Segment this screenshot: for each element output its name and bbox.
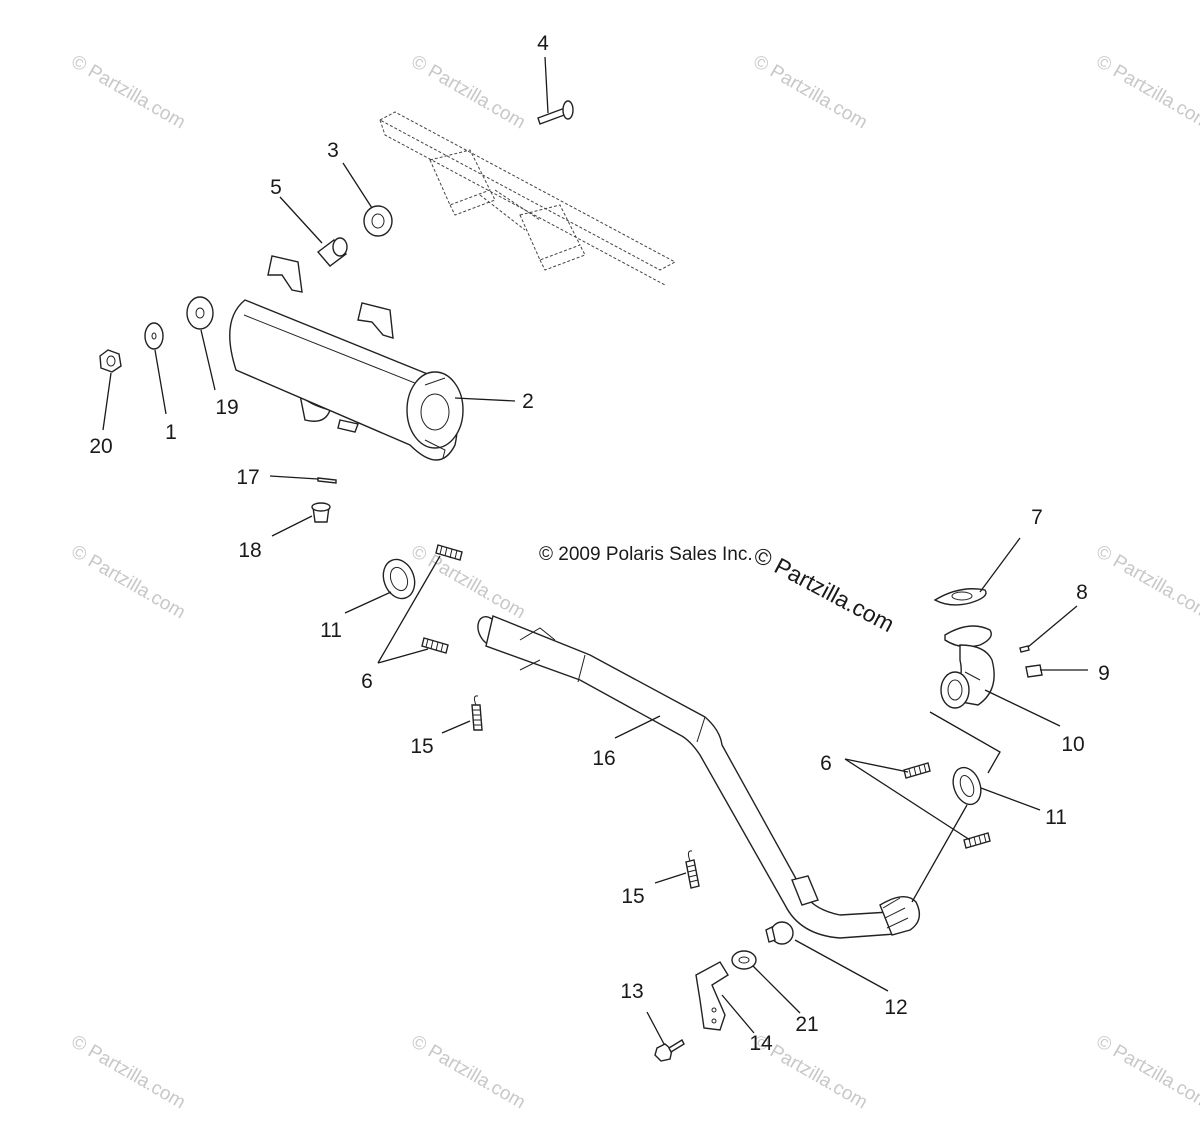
- callout-11: 11: [1045, 806, 1067, 829]
- part-6-spring-upper-b: [421, 637, 449, 654]
- watermark: © Partzilla.com: [408, 1031, 529, 1113]
- copyright-notice: © 2009 Polaris Sales Inc.: [539, 544, 753, 565]
- part-10-elbow: [940, 625, 995, 709]
- part-6-spring-lower-a: [903, 762, 931, 779]
- part-18-cap: [311, 502, 331, 523]
- part-6-spring-lower-b: [963, 832, 991, 849]
- watermark: © Partzilla.com: [750, 51, 871, 133]
- part-7-gasket: [933, 588, 987, 606]
- callout-15: 15: [621, 885, 644, 908]
- part-17-pin: [317, 477, 337, 484]
- part-20-nut: [99, 349, 122, 373]
- callout-9: 9: [1098, 662, 1110, 685]
- callout-3: 3: [327, 139, 339, 162]
- callout-21: 21: [795, 1013, 818, 1036]
- watermark: © Partzilla.com: [68, 541, 189, 623]
- part-15-spring-upper: [471, 695, 483, 731]
- callout-8: 8: [1076, 581, 1088, 604]
- watermarks: © Partzilla.com © Partzilla.com © Partzi…: [68, 51, 1200, 1113]
- callout-5: 5: [270, 176, 282, 199]
- part-4-bolt: [537, 100, 574, 125]
- part-11-gasket-upper: [382, 558, 416, 600]
- watermark: © Partzilla.com: [68, 1031, 189, 1113]
- frame-reference: [378, 111, 677, 286]
- watermark: © Partzilla.com: [1093, 541, 1200, 623]
- callout-1: 1: [165, 421, 177, 444]
- callout-13: 13: [620, 980, 643, 1003]
- part-19-washer: [186, 296, 214, 330]
- callout-2: 2: [522, 390, 534, 413]
- watermark: © Partzilla.com: [1093, 1031, 1200, 1113]
- part-12-plug: [765, 921, 794, 945]
- part-3-grommet: [363, 205, 393, 237]
- callout-14: 14: [749, 1032, 773, 1055]
- callout-6: 6: [361, 670, 373, 693]
- callout-4: 4: [537, 32, 549, 55]
- part-14-bracket: [695, 961, 729, 1031]
- brand-overlay: © Partzilla.com: [750, 541, 899, 637]
- part-16-head-pipe: [477, 615, 921, 939]
- part-5-bushing: [316, 237, 348, 267]
- part-6-spring-upper-a: [435, 544, 463, 561]
- callout-18: 18: [238, 539, 261, 562]
- leader-lines: [102, 56, 1088, 1045]
- callout-6: 6: [820, 752, 832, 775]
- callout-19: 19: [215, 396, 238, 419]
- part-15-spring-lower: [685, 850, 700, 889]
- watermark: © Partzilla.com: [408, 51, 529, 133]
- part-2-muffler: [229, 255, 464, 461]
- watermark: © Partzilla.com: [408, 541, 529, 623]
- part-8-pin: [1019, 645, 1030, 653]
- callouts: 4 3 5 2 19 1 20 17 18 11 6 15 16 7 8 9 1…: [89, 32, 1110, 1055]
- callout-7: 7: [1031, 506, 1043, 529]
- callout-16: 16: [592, 747, 615, 770]
- callout-15: 15: [410, 735, 433, 758]
- callout-17: 17: [236, 466, 259, 489]
- part-9-nut: [1025, 664, 1043, 678]
- callout-10: 10: [1061, 733, 1084, 756]
- part-1-washer: [144, 322, 164, 350]
- watermark: © Partzilla.com: [68, 51, 189, 133]
- callout-20: 20: [89, 435, 112, 458]
- part-11-gasket-lower: [952, 766, 982, 806]
- part-13-screw: [654, 1039, 685, 1062]
- callout-12: 12: [884, 996, 907, 1019]
- part-21-washer: [731, 950, 757, 970]
- watermark: © Partzilla.com: [1093, 51, 1200, 133]
- callout-11: 11: [320, 619, 342, 642]
